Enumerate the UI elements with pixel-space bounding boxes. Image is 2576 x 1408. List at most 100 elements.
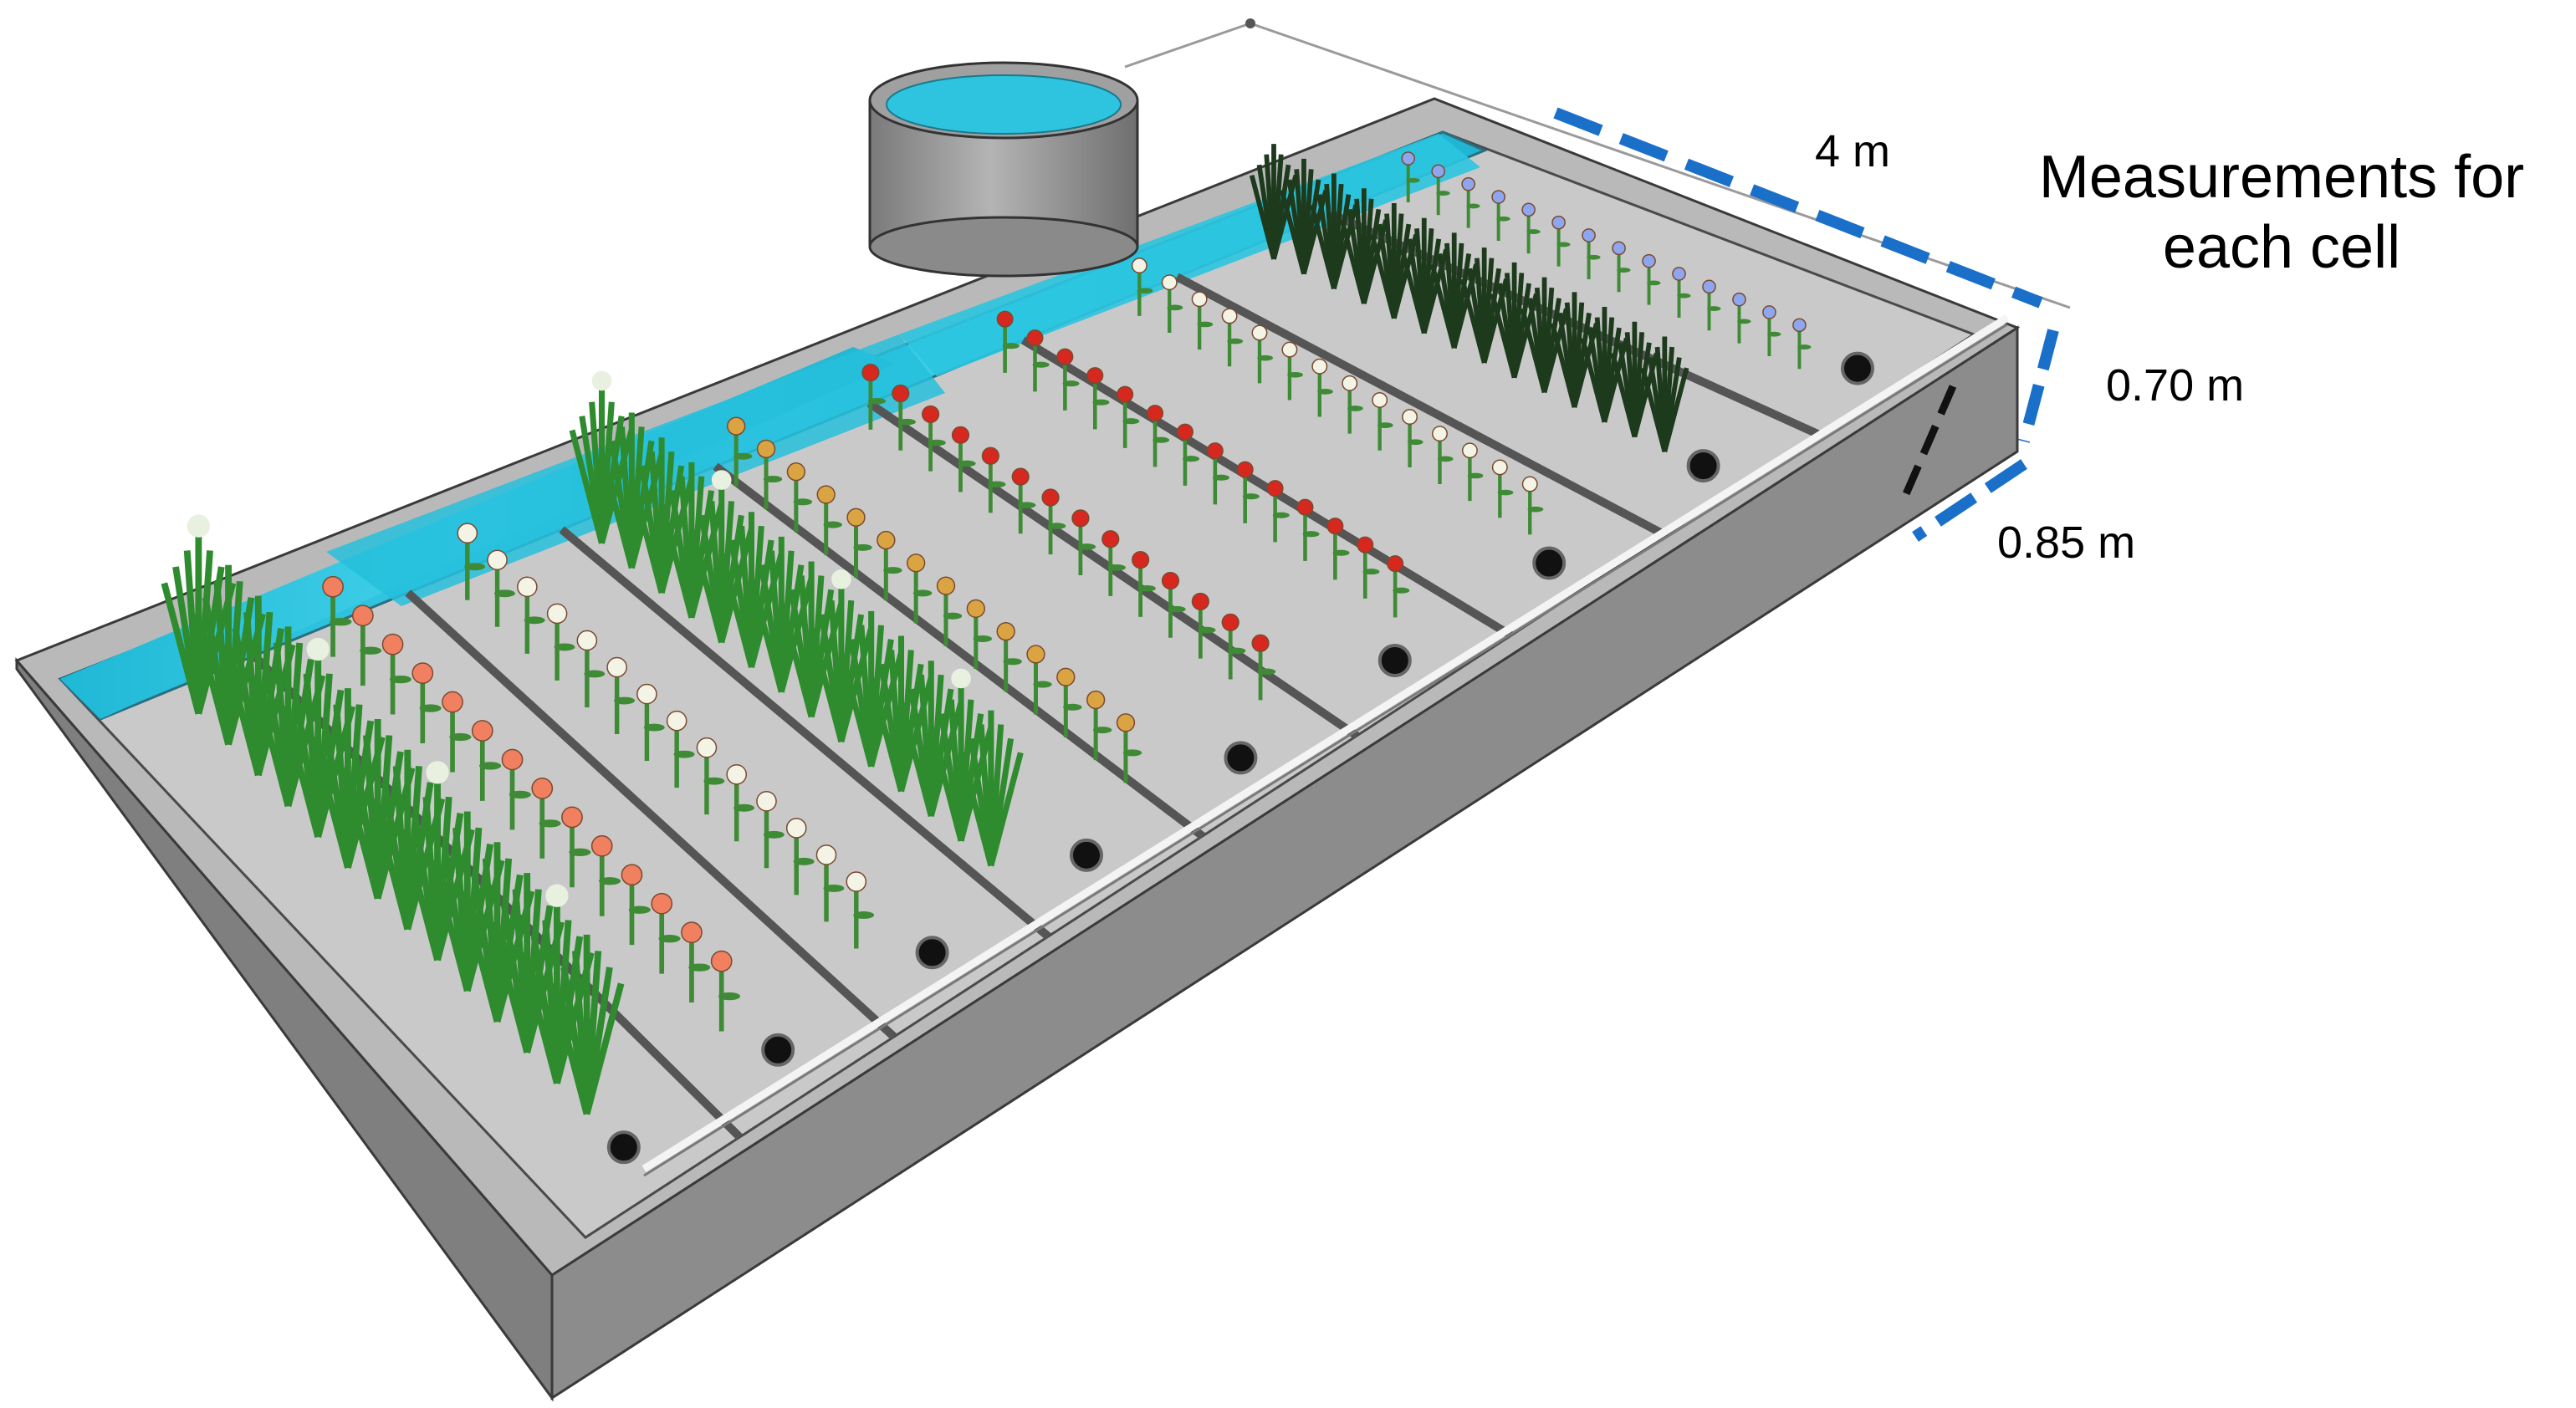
flower-head: [966, 599, 985, 619]
flower-head: [936, 576, 956, 595]
flower-leaf: [823, 884, 845, 892]
flower-leaf: [1003, 658, 1022, 666]
width-label: 0.85 m: [1997, 518, 2136, 568]
flower-leaf: [973, 635, 993, 642]
flower-leaf: [867, 397, 887, 405]
flower-leaf: [614, 696, 635, 705]
flower-leaf: [1497, 489, 1514, 496]
plant-row: [161, 514, 625, 1115]
flower-head: [1461, 442, 1478, 459]
flower-leaf: [524, 616, 545, 625]
flower-leaf: [1153, 436, 1170, 443]
flower-leaf: [883, 567, 902, 574]
flower-leaf: [1063, 703, 1082, 711]
plant-row: [1131, 258, 1544, 535]
flower-leaf: [1062, 380, 1080, 387]
flower-head: [1131, 258, 1147, 274]
flower-leaf: [539, 819, 561, 828]
outlet-valve: [761, 1033, 795, 1067]
outlet-valve: [1841, 351, 1874, 385]
flower-head: [681, 921, 703, 944]
outlet-valve: [1224, 741, 1258, 775]
flower-leaf: [1617, 268, 1631, 273]
flower-head: [561, 806, 583, 829]
flower-leaf: [1092, 399, 1110, 406]
flower-head: [1251, 324, 1268, 341]
flower-leaf: [1527, 506, 1544, 513]
flower-head: [1071, 509, 1090, 528]
flower-head: [1372, 392, 1388, 408]
flower-head: [1221, 613, 1239, 631]
flower-head: [1431, 164, 1446, 179]
plant-row: [322, 575, 741, 1032]
flower-head: [951, 426, 970, 444]
side-pipe-shadow: [643, 323, 2008, 1177]
grass-blade: [583, 982, 625, 1115]
flower-leaf: [449, 732, 472, 742]
seed-head: [591, 370, 612, 391]
flower-head: [1296, 498, 1314, 516]
depth-label: 0.70 m: [2106, 360, 2245, 411]
flower-leaf: [943, 612, 963, 620]
flower-head: [1387, 555, 1404, 573]
flower-leaf: [688, 963, 711, 972]
flower-head: [816, 485, 836, 504]
flower-head: [756, 791, 777, 812]
seed-head: [187, 514, 211, 538]
flower-head: [996, 622, 1015, 641]
outlet-pipes: [606, 351, 1874, 1165]
flower-head: [1762, 305, 1776, 319]
flower-leaf: [1767, 331, 1781, 337]
outlet-valve: [1532, 546, 1567, 580]
title-line-2: each cell: [2162, 214, 2401, 281]
flower-leaf: [1797, 344, 1812, 349]
flower-head: [636, 683, 657, 705]
flower-leaf: [1168, 605, 1186, 613]
flower-head: [531, 778, 554, 799]
seed-head: [306, 637, 330, 661]
flower-leaf: [389, 675, 411, 684]
flower-leaf: [853, 911, 875, 919]
flower-head: [1672, 267, 1686, 281]
flower-head: [1147, 405, 1164, 422]
flower-head: [1056, 348, 1074, 365]
flower-head: [1402, 409, 1418, 426]
flower-leaf: [1183, 456, 1200, 462]
flower-leaf: [912, 589, 933, 597]
flower-leaf: [853, 543, 872, 551]
flower-head: [1582, 228, 1596, 242]
flower-head: [1612, 241, 1626, 256]
flower-leaf: [1526, 229, 1541, 234]
seed-head: [711, 470, 732, 490]
flower-leaf: [1377, 422, 1393, 428]
flower-leaf: [1407, 439, 1423, 446]
flower-leaf: [703, 777, 725, 785]
flower-head: [1056, 667, 1076, 686]
flower-leaf: [1466, 203, 1480, 209]
flower-leaf: [1198, 626, 1216, 634]
dimension-line-width: [1912, 459, 2027, 542]
outlet-valve: [915, 936, 949, 970]
flower-leaf: [1317, 389, 1333, 395]
dimension-line-length: [1553, 107, 2043, 309]
cell-divider: [405, 589, 897, 1040]
flower-head: [1551, 215, 1566, 230]
flower-head: [517, 576, 538, 598]
flower-head: [1702, 279, 1716, 294]
flower-head: [1161, 571, 1180, 590]
flower-head: [696, 737, 718, 758]
flower-leaf: [897, 418, 916, 426]
flower-head: [726, 763, 748, 785]
plant-row: [1401, 151, 1812, 370]
flower-leaf: [464, 563, 486, 571]
flower-leaf: [330, 618, 352, 626]
flower-head: [786, 462, 806, 482]
flower-head: [1642, 253, 1656, 268]
grass-blade: [1662, 367, 1689, 453]
flower-head: [666, 710, 687, 732]
flower-head: [727, 416, 746, 436]
plant-row: [996, 310, 1410, 618]
flower-head: [1357, 536, 1374, 554]
cell-divider: [559, 526, 1051, 940]
